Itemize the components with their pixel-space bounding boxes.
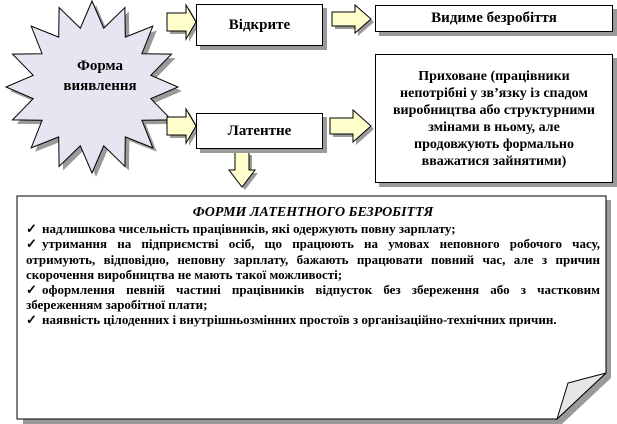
forms-note-fold (555, 372, 607, 421)
forms-note-item-text: наявність цілоденних і внутрішньозмінних… (42, 312, 557, 328)
open-unemployment-label: Відкрите (228, 16, 291, 33)
arrow-latent-to-hidden (329, 108, 374, 145)
forms-note-item-text: оформлення певній частині працівників ві… (26, 282, 600, 313)
check-icon: ✓ (26, 236, 37, 252)
visible-unemployment-label: Видиме безробіття (431, 10, 557, 26)
forms-note-item-text: утримання на підприємстві осіб, що працю… (26, 236, 600, 282)
hidden-unemployment-box: Приховане (працівники непотрібні у зв’яз… (375, 54, 613, 183)
check-icon: ✓ (26, 282, 37, 298)
check-icon: ✓ (26, 221, 37, 237)
check-icon: ✓ (26, 312, 37, 328)
forms-note-item: ✓утримання на підприємстві осіб, що прац… (26, 236, 600, 282)
forms-note-item: ✓оформлення певній частині працівників в… (26, 282, 600, 312)
visible-unemployment-box: Видиме безробіття (375, 5, 613, 32)
forms-note-title: ФОРМИ ЛАТЕНТНОГО БЕЗРОБІТТЯ (192, 205, 434, 220)
arrow-latent-down (227, 151, 258, 190)
forms-note-content: ФОРМИ ЛАТЕНТНОГО БЕЗРОБІТТЯ ✓ надлишкова … (26, 205, 600, 328)
star-label-line2: виявлення (63, 78, 137, 94)
forms-note-item: ✓ надлишкова чисельність працівників, які… (26, 221, 600, 236)
forms-note-item: ✓ наявність цілоденних і внутрішньозмінни… (26, 312, 600, 327)
forms-note-item-text: надлишкова чисельність працівників, які … (42, 221, 456, 237)
hidden-unemployment-label: Приховане (працівники непотрібні у зв’яз… (392, 68, 595, 169)
arrow-open-to-visible (331, 3, 374, 36)
star-label: Форма виявлення (40, 56, 160, 96)
latent-unemployment-label: Латентне (227, 122, 292, 139)
arrow-star-to-open (166, 3, 199, 42)
arrow-star-to-latent (166, 107, 199, 146)
open-unemployment-box: Відкрите (196, 4, 323, 46)
latent-unemployment-box: Латентне (196, 113, 323, 149)
starburst-shape (4, 0, 180, 175)
star-label-line1: Форма (76, 58, 124, 74)
